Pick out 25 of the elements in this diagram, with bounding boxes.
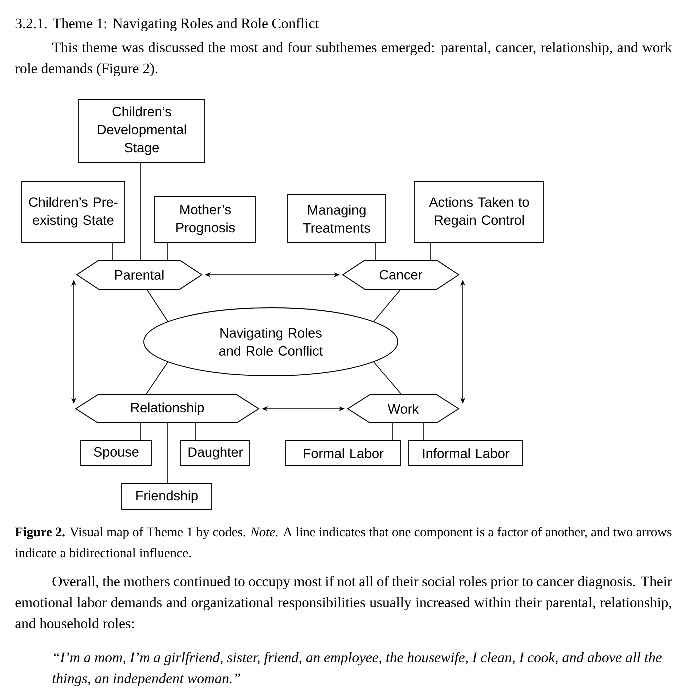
- connector-line: [392, 422, 394, 442]
- paragraph: This theme was discussed the most and four subthemes emerged: parental, cancer, relationship, and work role demands (Figure 2).: [16, 42, 672, 77]
- code-box: Managing Treatments: [288, 194, 386, 244]
- connector-line: [146, 289, 169, 322]
- figure-caption: Figure 2. Visual map of Theme 1 by codes. Note. A line indicates that one component is a factor of another, and two arrows indicate a bidirectional influence.: [15, 527, 672, 558]
- paragraph: Overall, the mothers continued to occupy most if not all of their social roles prior to cancer diagnosis. Their emotional labor demands and organizational responsibilities usually increased within their parental, relationship, and household roles:: [16, 576, 672, 629]
- connector-line: [373, 289, 402, 322]
- connector-line: [112, 242, 114, 261]
- connector-line: [373, 362, 402, 396]
- code-box: Children’s Developmental Stage: [78, 99, 206, 163]
- code-box: Friendship: [122, 484, 212, 510]
- quotation: “I’m a mom, I’m a girlfriend, sister, friend, an employee, the housewife, I clean, I cook, and above all the things, an independent woman.”: [52, 652, 662, 686]
- code-box: Actions Taken to Regain Control: [414, 182, 544, 244]
- connector-line: [140, 422, 142, 442]
- ellipse-node: Navigating Roles and Role Conflict: [144, 308, 398, 376]
- connector-line: [140, 162, 142, 261]
- connector-line: [146, 362, 169, 396]
- section-heading: 3.2.1. Theme 1: Navigating Roles and Role Conflict: [16, 18, 320, 32]
- code-box: Mother’s Prognosis: [154, 196, 256, 244]
- code-box: Spouse: [80, 440, 152, 466]
- code-box: Daughter: [180, 440, 250, 466]
- connector-line: [430, 242, 432, 261]
- code-box: Formal Labor: [286, 440, 402, 466]
- code-box: Informal Labor: [408, 440, 524, 466]
- code-box: Children’s Pre-existing State: [22, 182, 126, 244]
